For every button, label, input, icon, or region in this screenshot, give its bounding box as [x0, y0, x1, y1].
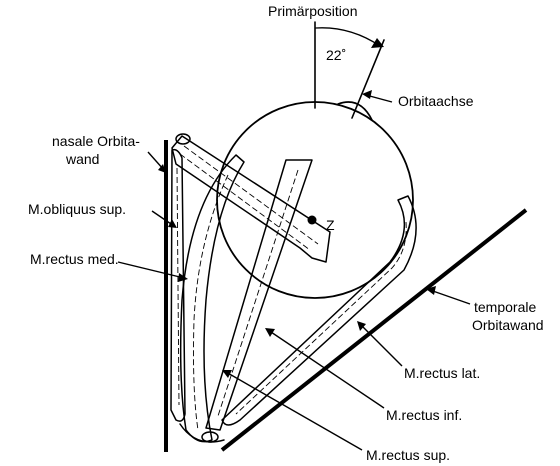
- label-nasale-orbitawand-line1: nasale Orbita-: [52, 133, 140, 149]
- label-nasale-orbitawand-line2: wand: [65, 151, 99, 167]
- leader-rectus-sup: [222, 370, 363, 451]
- leader-nasale-orbitawand: [147, 151, 166, 173]
- label-rectus-med: M.rectus med.: [30, 251, 119, 267]
- label-temporale-line2: Orbitawand: [472, 317, 544, 333]
- muscle-rectus-medialis: [170, 148, 186, 422]
- muscle-rectus-inferior: [179, 154, 245, 443]
- label-rectus-inf: M.rectus inf.: [386, 407, 462, 423]
- label-center-z: Z: [326, 217, 335, 233]
- muscle-rectus-lateralis: [221, 195, 417, 426]
- leader-rectus-lat: [357, 321, 403, 367]
- label-temporale-line1: temporale: [474, 299, 536, 315]
- leader-temporale-orbitawand: [426, 286, 471, 305]
- label-rectus-sup: M.rectus sup.: [366, 447, 450, 463]
- label-rectus-lat: M.rectus lat.: [404, 365, 480, 381]
- muscle-rectus-superior: [205, 159, 313, 431]
- label-orbitaachse: Orbitaachse: [398, 93, 474, 109]
- muscle-obliquus-superior: [171, 133, 331, 263]
- leader-rectus-inf: [265, 328, 385, 409]
- leader-obliquus-sup: [151, 210, 177, 228]
- orbit-axis: [351, 39, 385, 119]
- leader-orbitaachse: [362, 90, 393, 103]
- temporal-orbital-wall: [220, 208, 528, 452]
- label-primaerposition: Primärposition: [268, 3, 357, 19]
- label-obliquus-sup: M.obliquus sup.: [28, 201, 126, 217]
- label-angle: 22˚: [326, 47, 346, 63]
- annulus-tendineus: [179, 423, 225, 443]
- leader-rectus-med: [117, 261, 188, 282]
- angle-arc: [315, 27, 384, 48]
- eyeball: [216, 101, 414, 299]
